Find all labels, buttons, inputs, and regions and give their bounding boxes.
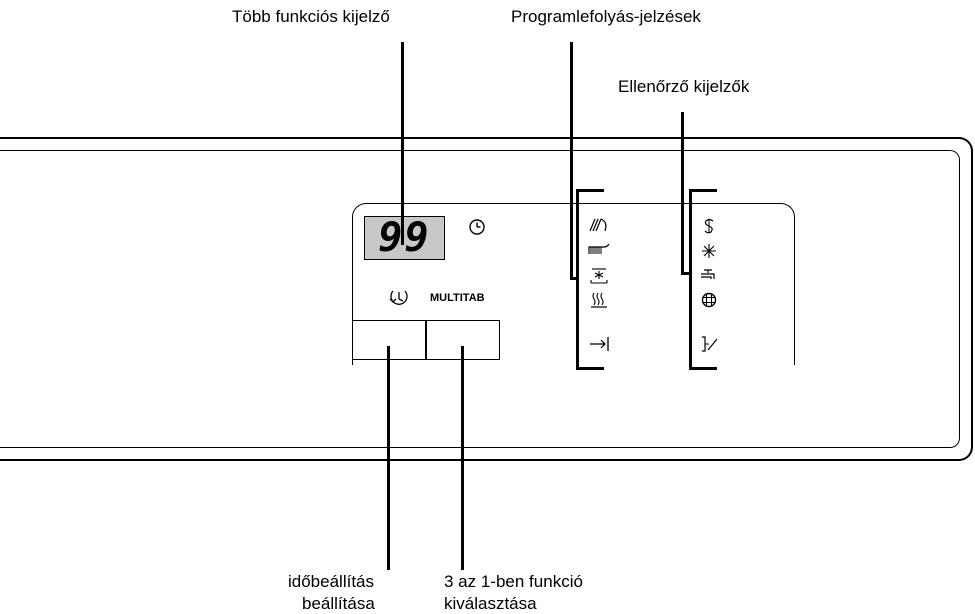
timer-icon [389, 290, 408, 305]
control-leader-line [681, 112, 684, 275]
control-indicators-bracket [689, 189, 717, 370]
display-label: Több funkciós kijelző [232, 7, 390, 26]
multi-function-display: 99 [364, 216, 445, 260]
rinse-icon [590, 268, 608, 284]
control-indicators-label: Ellenőrző kijelzők [618, 77, 750, 96]
display-leader-line [401, 42, 404, 245]
display-digits: 99 [378, 215, 431, 261]
program-leader-line [570, 42, 573, 278]
appliance-front-inner-frame [0, 150, 960, 448]
filter-icon [701, 292, 717, 308]
multitab-function-label-line1: 3 az 1-ben funkció [444, 572, 583, 591]
control-leader-connector [681, 272, 692, 275]
dry-icon [591, 292, 607, 308]
program-indicators-label: Programlefolyás-jelzések [511, 7, 701, 26]
prewash-icon [589, 218, 607, 232]
time-setting-leader-line [387, 346, 390, 570]
rinse-aid-icon [702, 244, 716, 258]
multitab-leader-line [461, 346, 464, 570]
time-setting-label-line1: időbeállítás [288, 572, 375, 591]
multitab-label: MULTITAB [430, 292, 485, 304]
end-icon [590, 337, 609, 351]
multitab-function-label-line2: kiválasztása [444, 594, 537, 613]
wash-icon [588, 243, 610, 254]
appliance-front-outer-frame [0, 137, 973, 461]
clock-icon [469, 219, 485, 235]
program-leader-connector [570, 277, 579, 280]
program-indicators-bracket [576, 189, 604, 370]
salt-icon [704, 218, 714, 234]
water-tap-icon [701, 269, 715, 279]
door-icon [702, 336, 718, 352]
time-setting-label-line2: beállítása [302, 594, 375, 613]
